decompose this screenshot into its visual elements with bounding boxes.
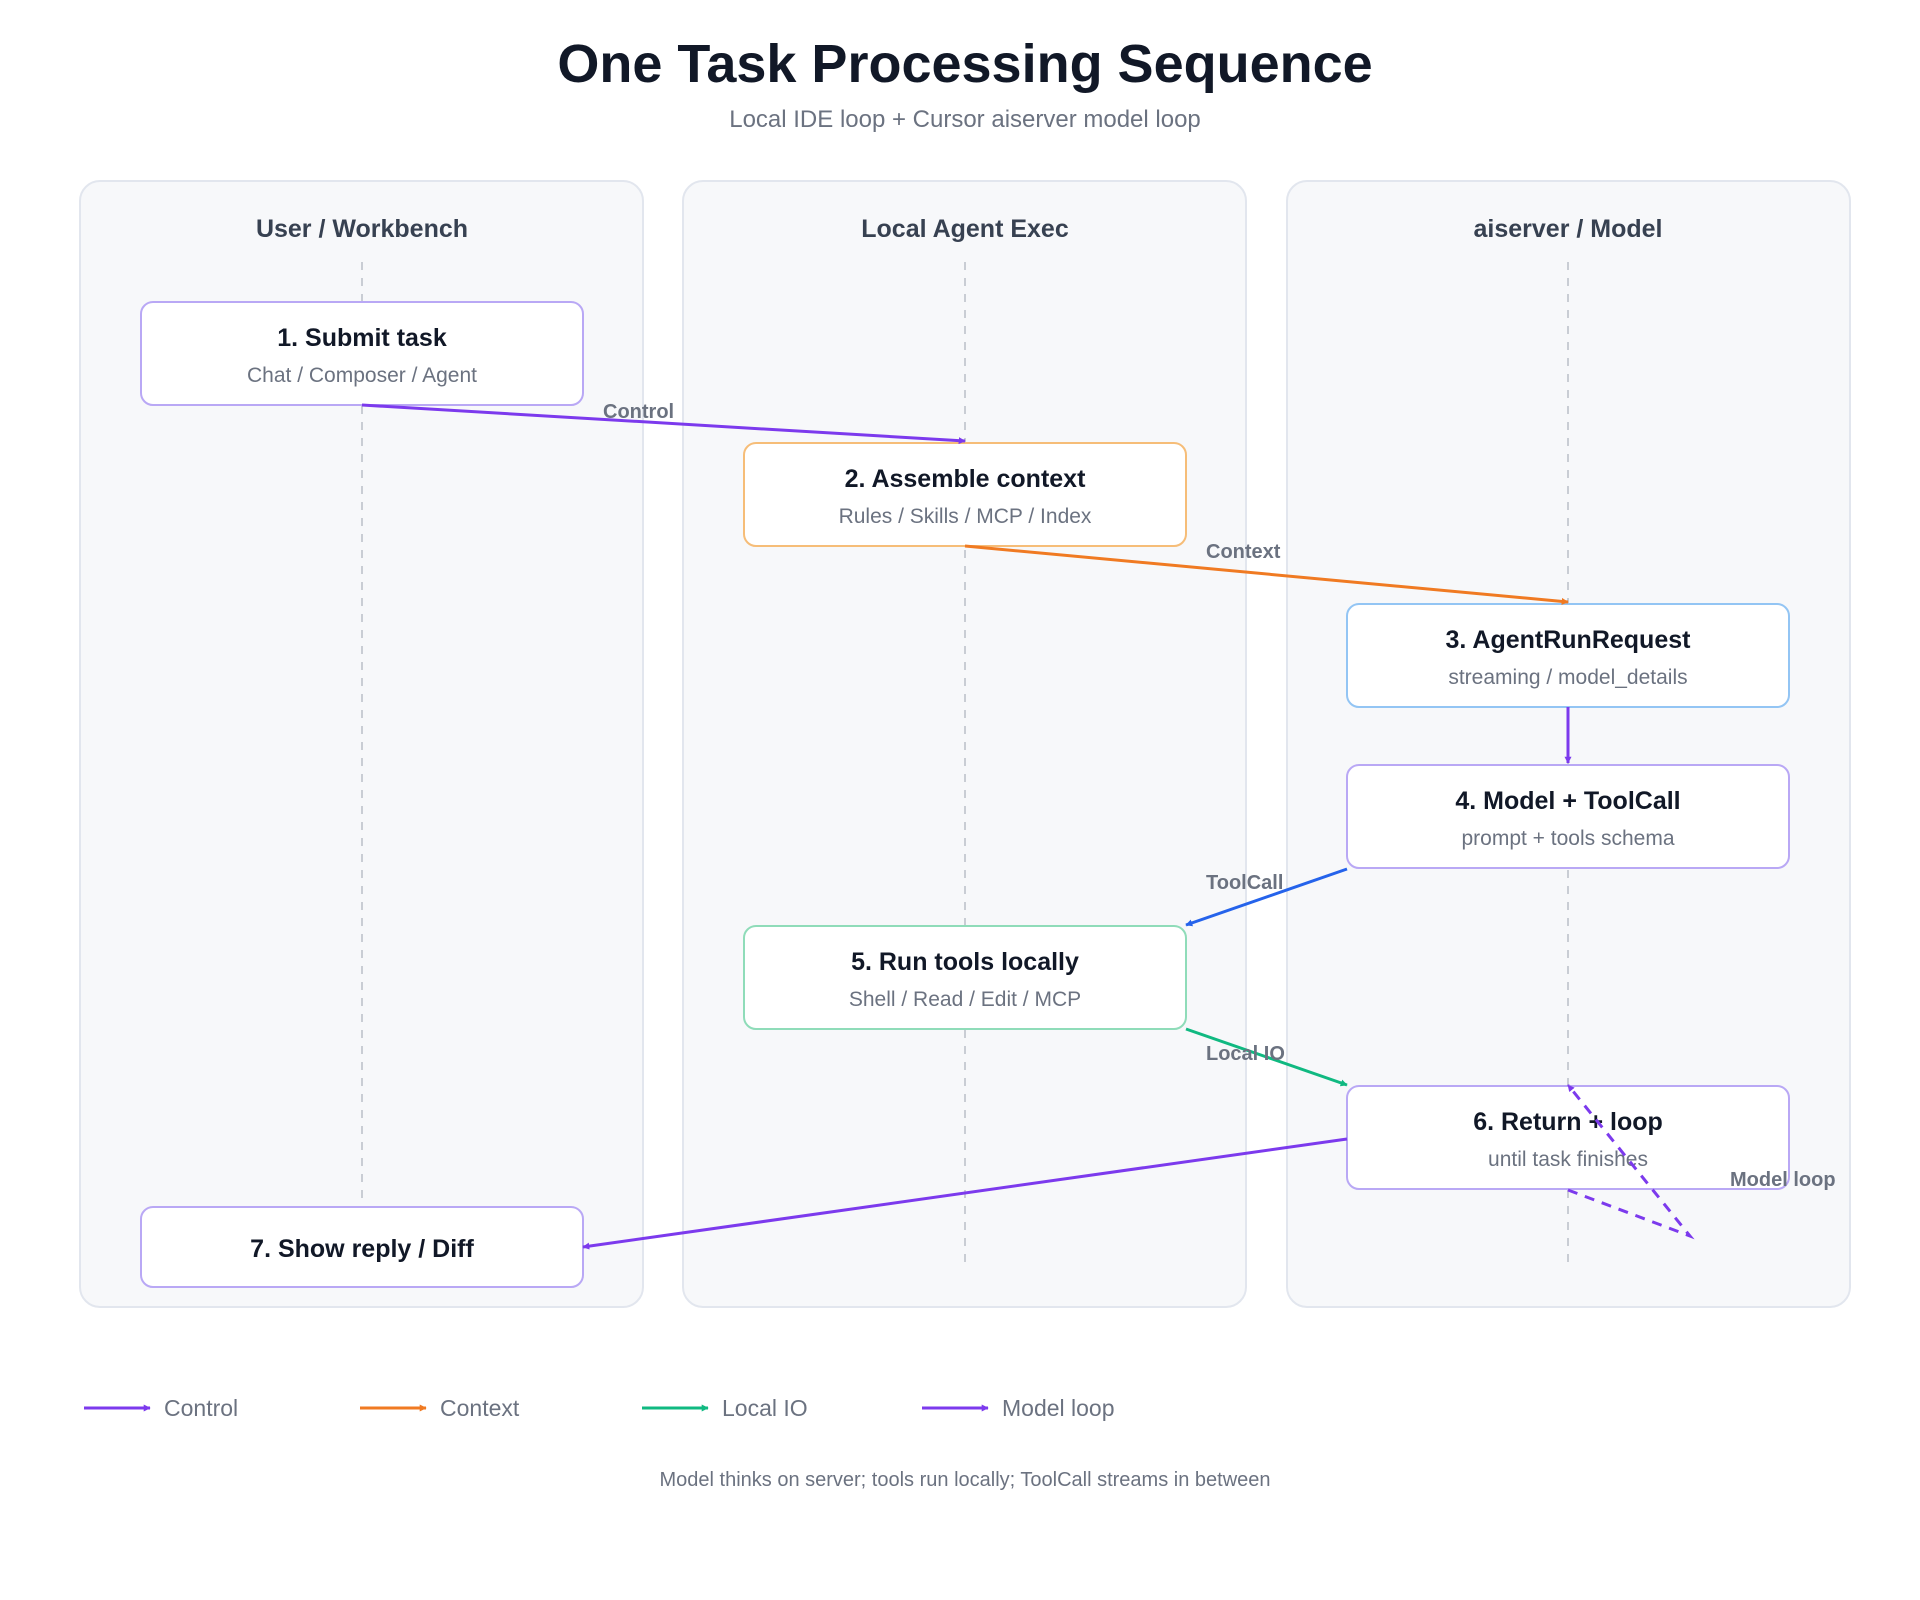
edge-6-to-7 bbox=[582, 1137, 1348, 1250]
edge-control-1-to-2: Control bbox=[361, 401, 966, 445]
edge-model-loop: Model loop bbox=[1566, 1084, 1836, 1240]
legend-item-context: Context bbox=[360, 1395, 520, 1421]
lane-user-workbench: User / Workbench bbox=[79, 180, 644, 1308]
legend-item-control: Control bbox=[84, 1395, 238, 1421]
step-subtitle: streaming / model_details bbox=[1448, 666, 1687, 689]
legend-label: Model loop bbox=[1002, 1395, 1115, 1421]
edge-toolcall-4-to-5: ToolCall bbox=[1185, 867, 1348, 927]
legend: Control Context Local IO Model loop bbox=[84, 1395, 1115, 1421]
footer-note: Model thinks on server; tools run locall… bbox=[659, 1469, 1270, 1491]
step-subtitle: until task finishes bbox=[1488, 1148, 1648, 1171]
step-7-show-reply-diff: 7. Show reply / Diff bbox=[140, 1206, 584, 1288]
edge-label: Model loop bbox=[1730, 1169, 1836, 1191]
edge-label: Control bbox=[603, 401, 674, 423]
step-title: 4. Model + ToolCall bbox=[1455, 787, 1680, 815]
step-2-assemble-context: 2. Assemble context Rules / Skills / MCP… bbox=[743, 442, 1187, 547]
step-3-agent-run-request: 3. AgentRunRequest streaming / model_det… bbox=[1346, 603, 1790, 708]
legend-item-local-io: Local IO bbox=[642, 1395, 808, 1421]
step-title: 2. Assemble context bbox=[845, 465, 1087, 493]
lane-local-agent-exec: Local Agent Exec bbox=[682, 180, 1247, 1308]
step-title: 6. Return + loop bbox=[1473, 1108, 1663, 1136]
lane-title: Local Agent Exec bbox=[861, 215, 1069, 243]
step-5-run-tools-locally: 5. Run tools locally Shell / Read / Edit… bbox=[743, 925, 1187, 1030]
page-title: One Task Processing Sequence bbox=[557, 34, 1372, 94]
step-title: 3. AgentRunRequest bbox=[1446, 626, 1692, 654]
step-subtitle: Chat / Composer / Agent bbox=[247, 364, 477, 387]
legend-item-model-loop: Model loop bbox=[922, 1395, 1115, 1421]
legend-label: Control bbox=[164, 1395, 238, 1421]
step-6-return-loop: 6. Return + loop until task finishes bbox=[1346, 1085, 1790, 1190]
page-subtitle: Local IDE loop + Cursor aiserver model l… bbox=[729, 106, 1201, 133]
lane-title: User / Workbench bbox=[256, 215, 468, 243]
step-title: 7. Show reply / Diff bbox=[250, 1235, 474, 1263]
step-title: 1. Submit task bbox=[277, 324, 447, 352]
edge-label: ToolCall bbox=[1206, 872, 1283, 894]
step-title: 5. Run tools locally bbox=[851, 948, 1079, 976]
step-subtitle: Shell / Read / Edit / MCP bbox=[849, 988, 1081, 1011]
step-4-model-toolcall: 4. Model + ToolCall prompt + tools schem… bbox=[1346, 764, 1790, 869]
legend-label: Local IO bbox=[722, 1395, 808, 1421]
step-subtitle: Rules / Skills / MCP / Index bbox=[839, 505, 1092, 528]
edge-label: Context bbox=[1206, 541, 1281, 563]
step-subtitle: prompt + tools schema bbox=[1461, 827, 1674, 850]
edge-label: Local IO bbox=[1206, 1043, 1285, 1065]
edge-local-io-5-to-6: Local IO bbox=[1185, 1027, 1348, 1087]
lane-title: aiserver / Model bbox=[1474, 215, 1663, 243]
edge-context-2-to-3: Context bbox=[964, 541, 1569, 605]
legend-label: Context bbox=[440, 1395, 520, 1421]
step-1-submit-task: 1. Submit task Chat / Composer / Agent bbox=[140, 301, 584, 406]
